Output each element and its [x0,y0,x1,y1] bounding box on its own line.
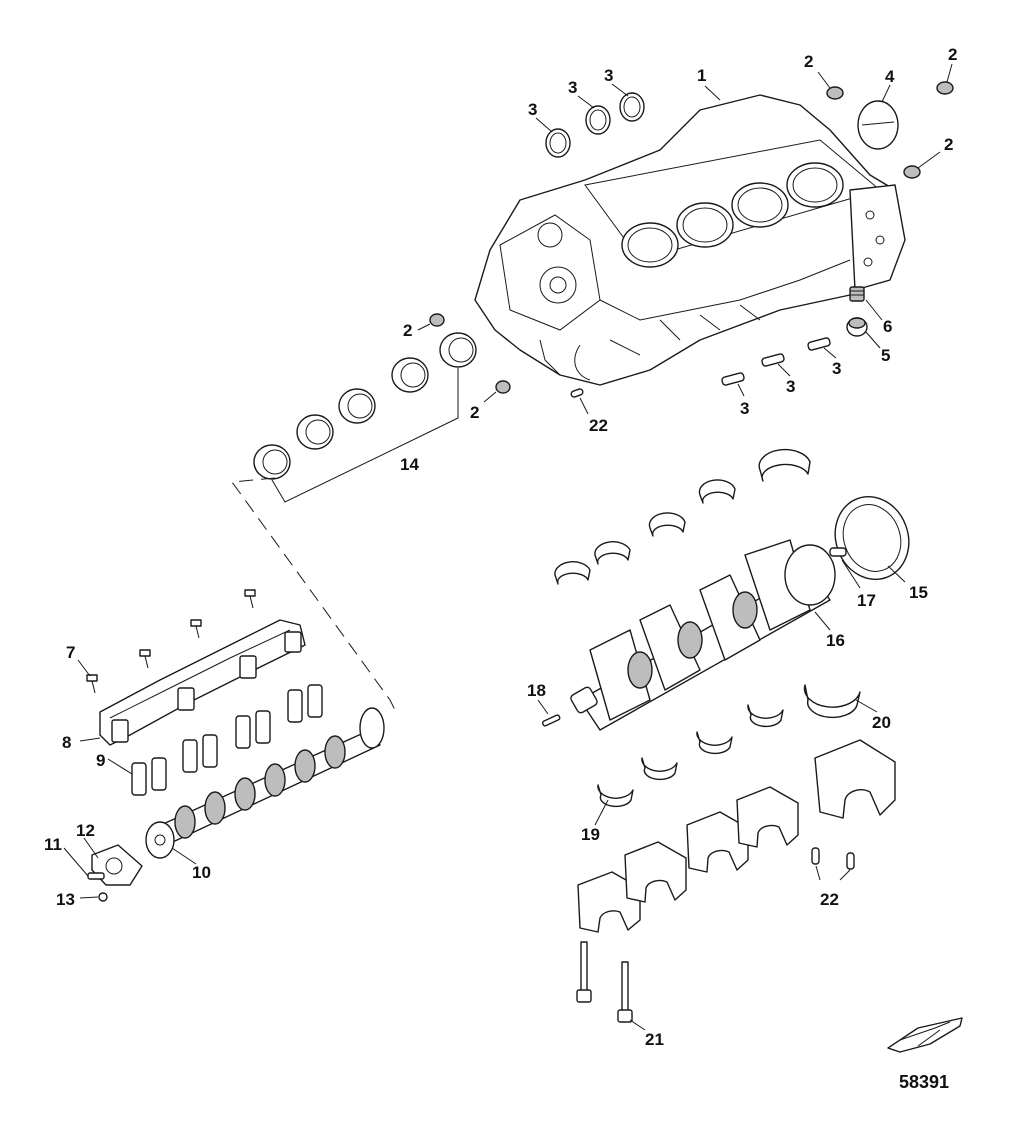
callout-16: 16 [826,631,845,650]
guide-bolts [86,589,256,694]
callout-22: 22 [589,416,608,435]
pilot-pin [829,547,847,557]
dowel-pin-cap-1 [811,847,820,865]
camshaft-icon [145,707,385,859]
dowel-pin-cap-2 [846,852,855,870]
welch-plug-group [545,92,831,386]
boat-icon [887,1017,963,1053]
rear-main-seal [834,495,910,581]
callout-11: 11 [44,835,62,854]
callout-3: 3 [786,377,795,396]
valve-lifters [131,684,323,796]
callout-3: 3 [528,100,537,119]
engine-block-icon [474,94,906,386]
cam-bearing-set [253,332,477,503]
callout-labels: 1 2 2 2 2 2 3 3 3 3 3 3 4 5 6 7 8 9 10 1… [44,45,957,1049]
crank-key [541,714,561,727]
callout-9: 9 [96,751,105,770]
callout-3: 3 [568,78,577,97]
callout-15: 15 [909,583,928,602]
callout-5: 5 [881,346,890,365]
plug-2-top [826,86,844,100]
callout-6: 6 [883,317,892,336]
dowel-pin-block [570,388,584,398]
callout-3: 3 [604,66,613,85]
callout-2: 2 [403,321,412,340]
cup-plug [846,317,868,337]
callout-7: 7 [66,643,75,662]
drain-plug [849,286,865,302]
plug-2-right [903,165,921,179]
callout-17: 17 [857,591,876,610]
callout-21: 21 [645,1030,664,1049]
lifter-guide-tray [99,619,306,746]
callout-22: 22 [820,890,839,909]
main-bearings-lower [597,684,861,808]
callout-13: 13 [56,890,75,909]
callout-20: 20 [872,713,891,732]
callout-8: 8 [62,733,71,752]
bolt-11 [87,872,105,880]
callout-18: 18 [527,681,546,700]
callout-10: 10 [192,863,211,882]
callout-2: 2 [804,52,813,71]
callout-4: 4 [885,67,895,86]
main-bearings-upper [554,448,811,585]
callout-2: 2 [470,403,479,422]
callout-14: 14 [400,455,419,474]
plug-2-lower [495,380,511,394]
leader-lines [63,63,953,1031]
crankshaft-icon [570,539,836,731]
main-cap-bolts [576,941,633,1023]
plug-2-top-right [936,81,954,95]
callout-3: 3 [832,359,841,378]
callout-12: 12 [76,821,95,840]
main-bearing-caps [577,739,896,933]
rear-cover-plate [857,100,899,150]
screw-13 [98,892,108,902]
callout-2: 2 [944,135,953,154]
plug-2-left [429,313,445,327]
callout-1: 1 [697,66,706,85]
callout-19: 19 [581,825,600,844]
expansion-plug-group [429,81,954,394]
callout-3: 3 [740,399,749,418]
figure-number: 58391 [899,1072,949,1092]
callout-2: 2 [948,45,957,64]
